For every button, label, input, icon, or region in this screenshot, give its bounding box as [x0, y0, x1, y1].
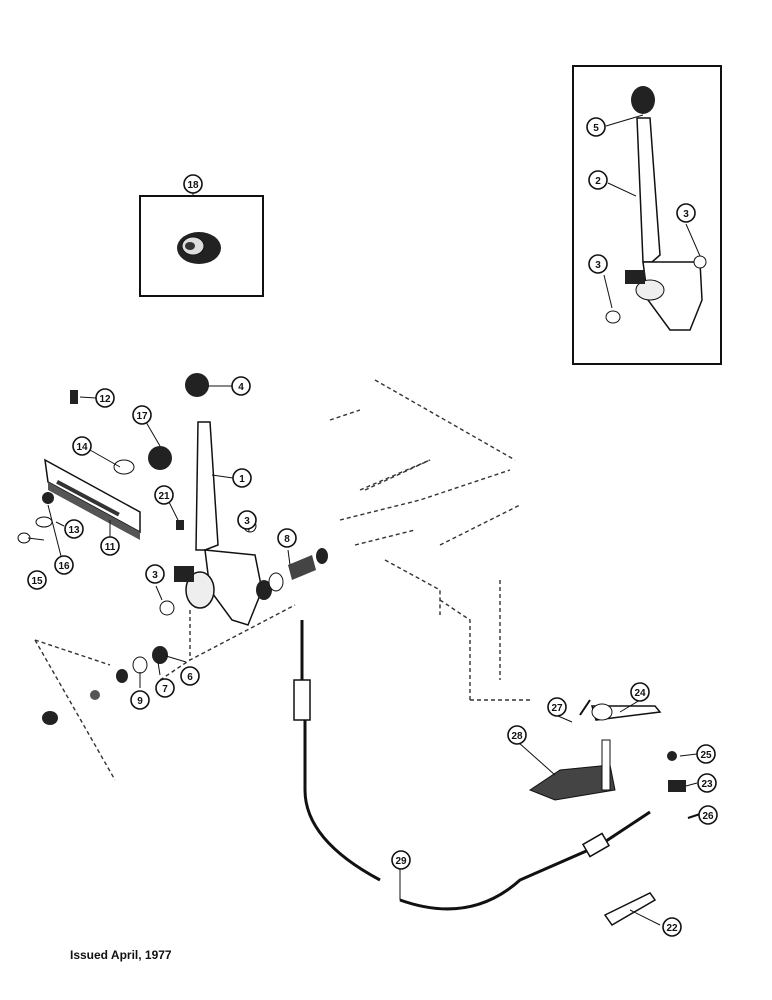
svg-text:9: 9	[137, 696, 143, 707]
svg-text:25: 25	[700, 750, 712, 761]
svg-text:28: 28	[511, 731, 523, 742]
svg-text:8: 8	[284, 534, 290, 545]
callout-24: 24	[630, 682, 650, 702]
svg-text:3: 3	[595, 260, 601, 271]
svg-text:26: 26	[702, 811, 714, 822]
callout-28: 28	[507, 725, 527, 745]
callout-25: 25	[696, 744, 716, 764]
svg-text:21: 21	[158, 491, 170, 502]
inset-box-lever	[572, 65, 722, 365]
bracket	[44, 458, 141, 540]
svg-text:6: 6	[187, 672, 193, 683]
svg-text:29: 29	[395, 856, 407, 867]
callout-11: 11	[100, 536, 120, 556]
svg-text:7: 7	[162, 684, 168, 695]
callout-label-18: 18	[187, 180, 199, 191]
control-cable	[293, 620, 651, 911]
callout-4: 4	[231, 376, 251, 396]
callout-6: 6	[180, 666, 200, 686]
issue-date: Issued April, 1977	[70, 948, 172, 962]
svg-text:3: 3	[152, 570, 158, 581]
small-parts	[17, 390, 328, 725]
svg-text:22: 22	[666, 923, 678, 934]
svg-text:12: 12	[99, 394, 111, 405]
callout-27: 27	[547, 697, 567, 717]
callout-7: 7	[155, 678, 175, 698]
svg-text:13: 13	[68, 525, 80, 536]
callout-18: 18	[183, 174, 203, 194]
svg-text:15: 15	[31, 576, 43, 587]
callout-14: 14	[72, 436, 92, 456]
callout-29: 29	[391, 850, 411, 870]
callout-12: 12	[95, 388, 115, 408]
callout-2: 2	[588, 170, 608, 190]
callout-3c: 3	[237, 510, 257, 530]
svg-text:14: 14	[76, 442, 88, 453]
callout-3d: 3	[145, 564, 165, 584]
svg-text:16: 16	[58, 561, 70, 572]
svg-text:27: 27	[551, 703, 563, 714]
callout-9: 9	[130, 690, 150, 710]
callout-3b: 3	[588, 254, 608, 274]
svg-text:3: 3	[683, 209, 689, 220]
linkage-parts	[528, 699, 707, 926]
svg-text:2: 2	[595, 176, 601, 187]
callout-1: 1	[232, 468, 252, 488]
lever-assembly	[159, 373, 263, 626]
callout-26: 26	[698, 805, 718, 825]
callout-21: 21	[154, 485, 174, 505]
callout-16: 16	[54, 555, 74, 575]
svg-text:1: 1	[239, 474, 245, 485]
svg-text:3: 3	[244, 516, 250, 527]
svg-text:23: 23	[701, 779, 713, 790]
svg-text:5: 5	[593, 123, 599, 134]
callout-23: 23	[697, 773, 717, 793]
callout-8: 8	[277, 528, 297, 548]
callout-5: 5	[586, 117, 606, 137]
svg-text:4: 4	[238, 382, 244, 393]
svg-text:17: 17	[136, 411, 148, 422]
callout-13: 13	[64, 519, 84, 539]
callout-22: 22	[662, 917, 682, 937]
svg-text:11: 11	[105, 542, 116, 553]
callout-17: 17	[132, 405, 152, 425]
inset-box-washer	[139, 186, 264, 297]
frame-outline	[34, 379, 530, 781]
callout-15: 15	[27, 570, 47, 590]
svg-text:24: 24	[634, 688, 646, 699]
leader-lines	[27, 114, 701, 926]
callout-3a: 3	[676, 203, 696, 223]
